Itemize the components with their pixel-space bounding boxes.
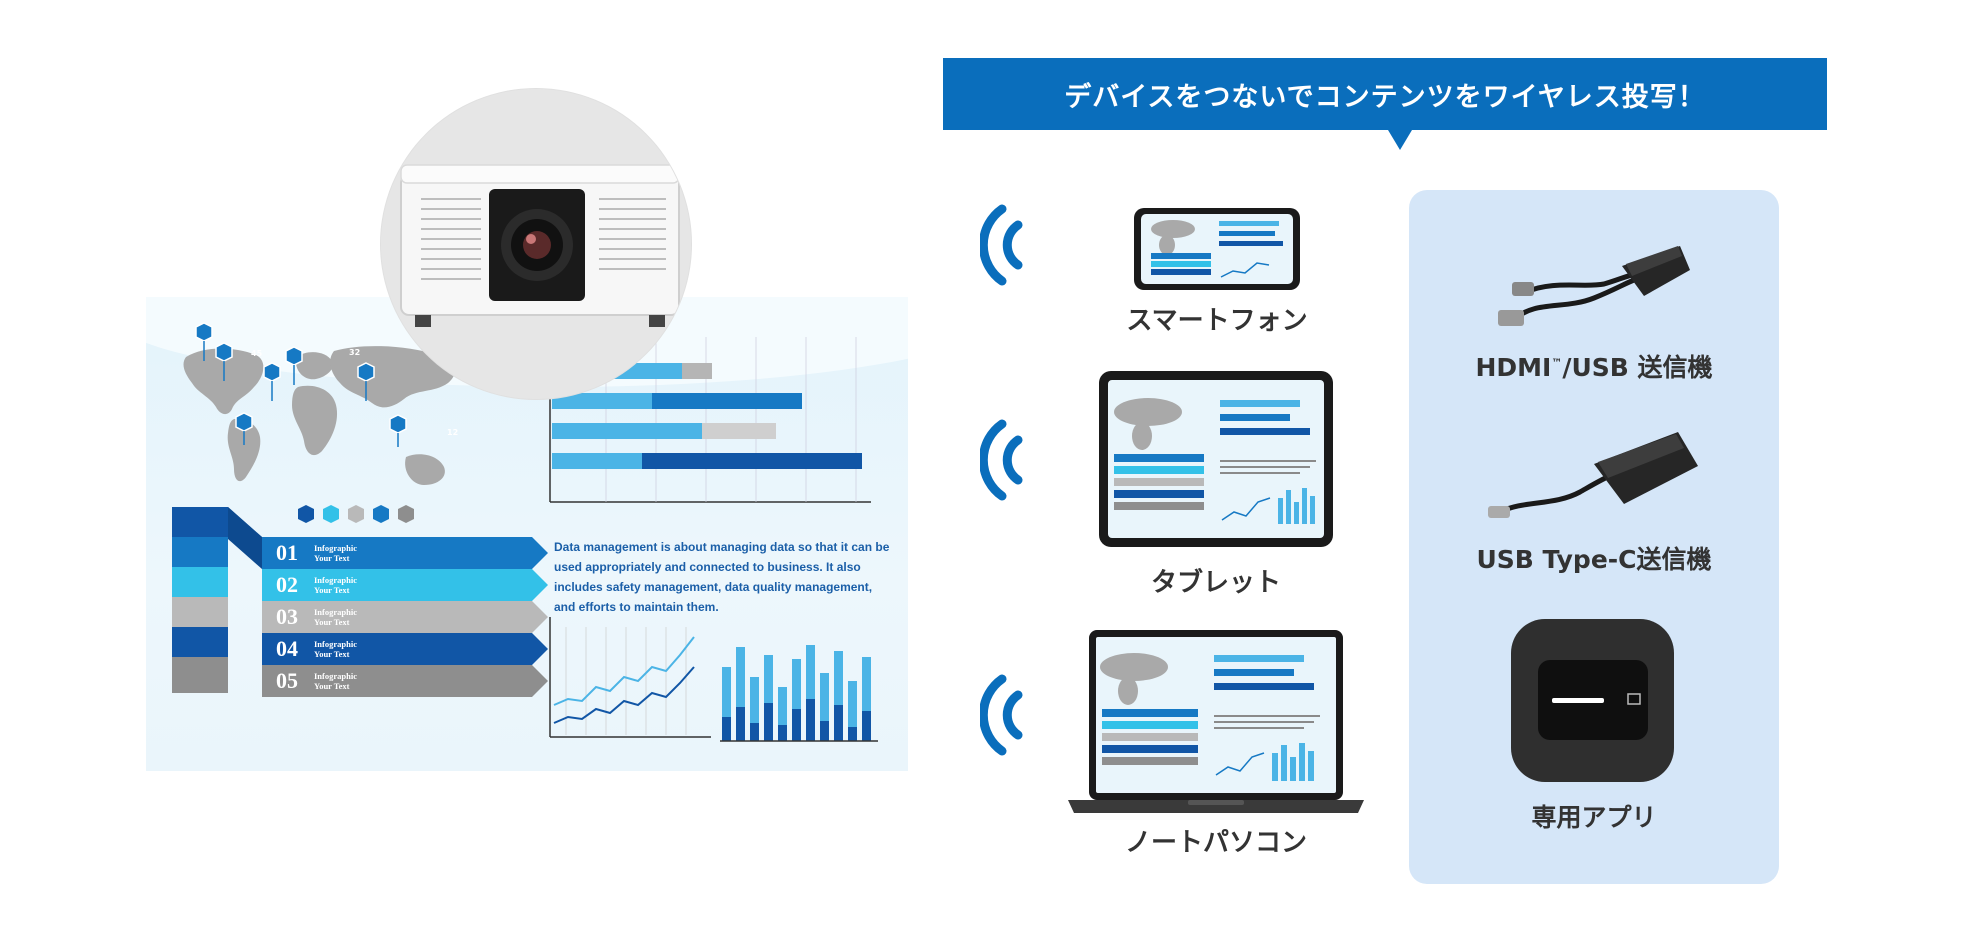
column-chart [720, 645, 878, 742]
device-label-tablet: タブレット [1150, 568, 1281, 598]
world-map [183, 346, 455, 485]
projector-icon [400, 164, 680, 327]
hdmi-usb-transmitter-icon [1498, 246, 1690, 326]
banner-pointer [1388, 130, 1412, 150]
smartphone-icon [1134, 208, 1300, 290]
horizontal-bar-chart [549, 337, 871, 503]
map-pins [195, 322, 407, 447]
info-paragraph: Data management is about managing data s… [554, 540, 890, 614]
wifi-icon [980, 419, 1023, 501]
step-number: 01 [276, 540, 298, 565]
step-number: 02 [276, 572, 298, 597]
wifi-icon [980, 204, 1023, 286]
device-label-smartphone: スマートフォン [1126, 306, 1308, 336]
step-number: 03 [276, 604, 298, 629]
step-title: Infographic [314, 543, 357, 553]
step-text: Your Text [314, 649, 350, 659]
transmitter-label-hdmi-usb: HDMI™/USB 送信機 [1409, 348, 1779, 384]
hexagon-row [298, 505, 414, 523]
usb-c-transmitter-icon [1488, 432, 1698, 518]
header-banner: デバイスをつないでコンテンツをワイヤレス投写！ [943, 58, 1827, 130]
step-title: Infographic [314, 639, 357, 649]
map-marker-label: 12 [447, 428, 459, 437]
map-marker-label: 32 [349, 348, 361, 357]
transmitter-label-usb: /USB 送信機 [1562, 353, 1713, 382]
tablet-icon [1099, 371, 1333, 547]
line-chart [549, 617, 711, 738]
transmitter-label-app: 専用アプリ [1531, 803, 1657, 832]
transmitter-label-usb-c: USB Type-C送信機 [1476, 545, 1712, 574]
app-icon [1511, 619, 1674, 782]
step-text: Your Text [314, 681, 350, 691]
banner-title: デバイスをつないでコンテンツをワイヤレス投写！ [1064, 81, 1706, 113]
step-title: Infographic [314, 575, 357, 585]
laptop-icon [1068, 630, 1364, 813]
step-title: Infographic [314, 607, 357, 617]
trademark-mark: ™ [1551, 356, 1563, 370]
map-marker-label: 45 [251, 349, 263, 358]
step-text: Your Text [314, 553, 350, 563]
wifi-icon [980, 674, 1023, 756]
device-label-laptop: ノートパソコン [1124, 828, 1307, 858]
step-number: 05 [276, 668, 298, 693]
step-infographic-arrows [172, 507, 548, 697]
step-text: Your Text [314, 617, 350, 627]
step-title: Infographic [314, 671, 357, 681]
projector-circle [381, 89, 691, 399]
transmitter-label-hdmi: HDMI [1475, 353, 1552, 382]
step-number: 04 [276, 636, 298, 661]
step-text: Your Text [314, 585, 350, 595]
